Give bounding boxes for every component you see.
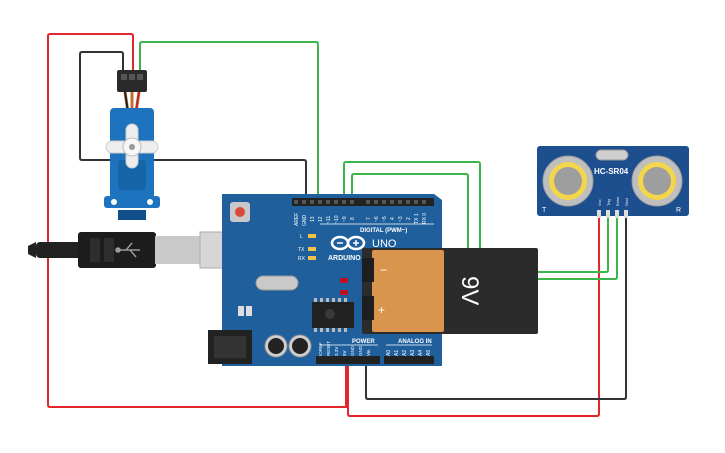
pin-label: 8 xyxy=(350,217,356,220)
pin-label: A0 xyxy=(386,350,392,356)
analog-header xyxy=(384,356,434,364)
wire-green-servo-signal[interactable] xyxy=(139,41,319,205)
pin-label: ~5 xyxy=(382,216,388,222)
pin-label: A2 xyxy=(402,350,408,356)
pin-label: ~10 xyxy=(334,215,340,224)
pin-label: TX 1 xyxy=(414,213,420,224)
battery-minus: − xyxy=(380,263,387,277)
pin-label: AREF xyxy=(294,213,300,226)
led-label-rx: RX xyxy=(298,256,306,262)
pin-label: 7 xyxy=(366,217,372,220)
servo-horn[interactable] xyxy=(105,123,159,169)
servo-motor[interactable] xyxy=(104,70,160,220)
power-header xyxy=(316,356,380,364)
brand-label: ARDUINO xyxy=(328,255,361,262)
top-pin-labels: AREF GND 13 12 ~11 ~10 ~9 8 7 ~6 ~5 4 ~3… xyxy=(294,213,428,226)
pin-label: 3.3V xyxy=(334,347,339,356)
led-label-tx: TX xyxy=(298,247,305,253)
pin-label: ~11 xyxy=(326,216,332,224)
usb-icon xyxy=(115,242,140,258)
pin-label: 2 xyxy=(406,217,412,220)
pin-label: GND xyxy=(358,345,363,356)
pin-label: ~9 xyxy=(342,216,348,222)
sensor-crystal xyxy=(595,149,629,161)
top-header-pins xyxy=(294,200,426,204)
led-label-l: L xyxy=(300,234,303,240)
overlay-wires xyxy=(467,164,481,248)
reset-button-cap[interactable] xyxy=(235,207,245,217)
power-pin-labels: IOREF RESET 3.3V 5V GND GND Vin xyxy=(318,341,371,356)
pin-label: GND xyxy=(350,345,355,356)
model-label: UNO xyxy=(372,238,397,250)
pin-label: RX 0 xyxy=(422,213,428,224)
sensor-mark-r: R xyxy=(676,207,681,214)
wire-red-sensor-vcc[interactable] xyxy=(347,218,600,417)
pin-label: 12 xyxy=(318,216,324,222)
sensor-pin-label: Echo xyxy=(615,196,620,206)
pin-label: GND xyxy=(302,215,308,227)
analog-label: ANALOG IN xyxy=(398,339,432,345)
ultrasonic-sensor[interactable]: HC-SR04 T R Vcc Trig Echo Gnd xyxy=(537,146,689,218)
pin-label: IOREF xyxy=(318,342,323,356)
wire-red-servo-power[interactable] xyxy=(47,33,347,408)
status-leds: L TX RX xyxy=(298,234,316,262)
sensor-transducer-left xyxy=(542,155,594,207)
pin-label: ~3 xyxy=(398,216,404,222)
sensor-pins xyxy=(597,210,628,218)
pin-label: 5V xyxy=(342,350,347,356)
sensor-pin-label: Vcc xyxy=(597,199,602,206)
power-label: POWER xyxy=(352,339,375,345)
pin-label: A4 xyxy=(418,350,424,356)
usb-cable[interactable] xyxy=(28,231,237,269)
pin-label: A3 xyxy=(410,350,416,356)
pin-label: Vin xyxy=(366,349,371,356)
arduino-logo-icon xyxy=(330,235,366,251)
analog-pin-labels: A0 A1 A2 A3 A4 A5 xyxy=(386,350,432,356)
pin-label: RESET xyxy=(326,341,331,356)
crystal xyxy=(255,275,299,291)
pin-label: ~6 xyxy=(374,216,380,222)
sensor-pin-labels: Vcc Trig Echo Gnd xyxy=(597,196,629,206)
sensor-name: HC-SR04 xyxy=(594,167,629,176)
sensor-pin-label: Trig xyxy=(606,199,611,206)
sensor-pin-label: Gnd xyxy=(624,198,629,206)
pin-label: 4 xyxy=(390,217,396,220)
wire-black-sensor-gnd[interactable] xyxy=(365,218,627,400)
battery-9v[interactable]: − + 9V xyxy=(362,248,538,334)
battery-plus: + xyxy=(378,303,385,317)
pin-label: A5 xyxy=(426,350,432,356)
sensor-mark-t: T xyxy=(542,207,547,214)
battery-label: 9V xyxy=(456,276,483,305)
sensor-transducer-right xyxy=(631,155,683,207)
pin-label: 13 xyxy=(310,216,316,222)
digital-label: DIGITAL (PWM~) xyxy=(360,228,407,234)
wire-black-servo-gnd[interactable] xyxy=(79,51,307,205)
pin-label: A1 xyxy=(394,350,400,356)
